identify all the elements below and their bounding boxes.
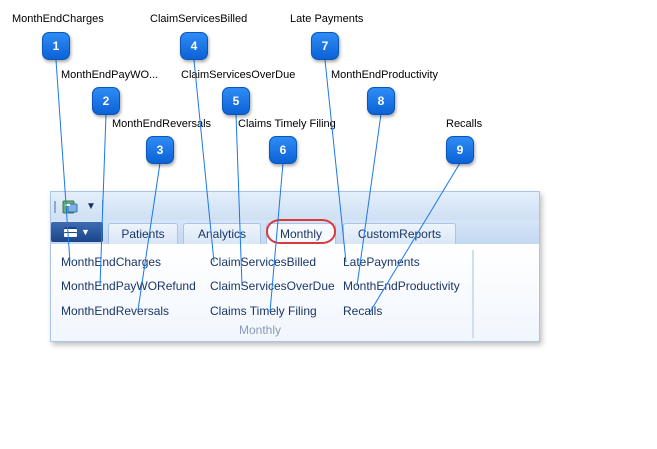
tab-analytics[interactable]: Analytics: [183, 223, 261, 244]
callout-badge-8: 8: [367, 87, 395, 115]
toolbar-grip: [54, 201, 56, 213]
tab-label: Patients: [121, 227, 165, 241]
qat-dropdown-icon[interactable]: ▼: [86, 201, 96, 212]
qat-separator: [102, 200, 103, 214]
month-end-pay-wo-refund-button[interactable]: MonthEndPayWORefund: [61, 279, 196, 293]
callout-badge-2: 2: [92, 87, 120, 115]
month-end-charges-button[interactable]: MonthEndCharges: [61, 255, 162, 269]
claim-services-billed-button[interactable]: ClaimServicesBilled: [210, 255, 317, 269]
tab-label: Monthly: [279, 227, 323, 241]
tab-patients[interactable]: Patients: [108, 223, 178, 244]
callout-badge-5: 5: [222, 87, 250, 115]
tab-customreports[interactable]: CustomReports: [343, 223, 456, 244]
recalls-button[interactable]: Recalls: [343, 304, 383, 318]
ribbon-window: ▼ ▼ Patients Analytics Monthly CustomRep…: [50, 191, 540, 342]
tab-monthly[interactable]: Monthly: [266, 223, 336, 244]
application-menu-button[interactable]: ▼: [51, 222, 103, 242]
month-end-productivity-button[interactable]: MonthEndProductivity: [343, 279, 460, 293]
monthly-tab-highlight: [266, 219, 336, 244]
callout-badge-7: 7: [311, 32, 339, 60]
group-label-monthly: Monthly: [239, 323, 282, 337]
callout-badge-3: 3: [146, 136, 174, 164]
tab-label: Analytics: [197, 227, 247, 241]
callout-badge-4: 4: [180, 32, 208, 60]
callout-label-8: MonthEndProductivity: [331, 69, 438, 81]
claim-services-overdue-button[interactable]: ClaimServicesOverDue: [210, 279, 335, 293]
callout-badge-9: 9: [446, 136, 474, 164]
group-separator: [472, 250, 474, 338]
callout-label-7: Late Payments: [290, 13, 364, 25]
callout-label-9: Recalls: [446, 118, 483, 130]
chevron-down-icon: ▼: [81, 227, 90, 237]
claims-timely-filing-button[interactable]: Claims Timely Filing: [210, 304, 317, 318]
callout-label-1: MonthEndCharges: [12, 13, 104, 25]
callout-label-6: Claims Timely Filing: [238, 118, 336, 130]
tab-label: CustomReports: [357, 227, 442, 241]
quick-access-toolbar: ▼: [51, 192, 539, 220]
late-payments-button[interactable]: LatePayments: [343, 255, 420, 269]
callout-label-2: MonthEndPayWO...: [61, 69, 159, 81]
menu-icon: [64, 227, 78, 237]
callout-label-4: ClaimServicesBilled: [150, 13, 248, 25]
callout-label-5: ClaimServicesOverDue: [181, 69, 296, 81]
callout-label-3: MonthEndReversals: [112, 118, 212, 130]
callout-badge-6: 6: [269, 136, 297, 164]
app-icon[interactable]: [62, 199, 78, 215]
month-end-reversals-button[interactable]: MonthEndReversals: [61, 304, 170, 318]
callout-badge-1: 1: [42, 32, 70, 60]
ribbon-panel-monthly: MonthEndCharges MonthEndPayWORefund Mont…: [51, 244, 539, 341]
